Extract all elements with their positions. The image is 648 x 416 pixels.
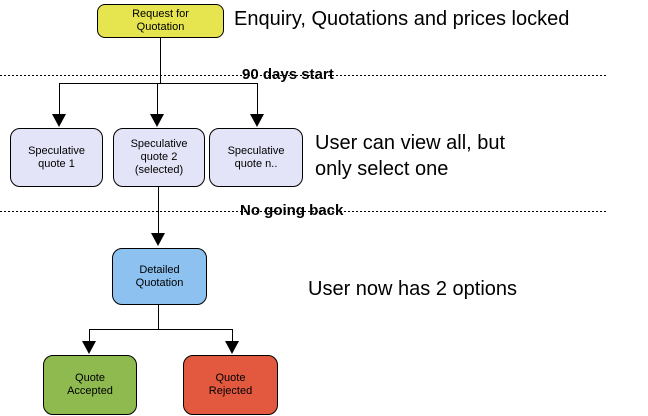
annotation-view-all: User can view all, but only select one <box>315 132 506 180</box>
node-speculative-quote-2-selected[interactable]: Speculative quote 2 (selected) <box>113 128 205 187</box>
phase-divider-90-days <box>0 75 606 76</box>
node-request-for-quotation[interactable]: Request for Quotation <box>97 4 224 38</box>
connector-request-stem <box>160 38 161 83</box>
arrowhead-accepted-icon <box>82 341 96 354</box>
arrowhead-spec2-icon <box>150 114 164 127</box>
node-speculative-quote-1[interactable]: Speculative quote 1 <box>10 128 103 187</box>
connector-stem-spec2 <box>157 83 158 115</box>
connector-stem-specn <box>257 83 258 115</box>
connector-branch-top <box>59 83 258 84</box>
arrowhead-rejected-icon <box>225 341 239 354</box>
phase-divider-no-going-back <box>0 211 606 212</box>
connector-spec2-detailed <box>158 187 159 234</box>
phase-label-90-days-start: 90 days start <box>242 66 334 83</box>
connector-branch-bottom <box>89 329 232 330</box>
connector-detailed-stem <box>158 305 159 329</box>
annotation-two-options: User now has 2 options <box>308 278 518 300</box>
connector-stem-spec1 <box>59 83 60 115</box>
arrowhead-specn-icon <box>250 114 264 127</box>
phase-label-no-going-back: No going back <box>240 202 344 219</box>
node-speculative-quote-n[interactable]: Speculative quote n.. <box>209 128 303 187</box>
connector-stem-accepted <box>89 329 90 342</box>
arrowhead-spec1-icon <box>52 114 66 127</box>
node-quote-accepted[interactable]: Quote Accepted <box>43 355 137 415</box>
node-quote-rejected[interactable]: Quote Rejected <box>183 355 278 415</box>
annotation-enquiry: Enquiry, Quotations and prices locked <box>234 8 570 30</box>
arrowhead-detailed-icon <box>151 233 165 246</box>
node-detailed-quotation[interactable]: Detailed Quotation <box>112 248 207 305</box>
connector-stem-rejected <box>232 329 233 342</box>
